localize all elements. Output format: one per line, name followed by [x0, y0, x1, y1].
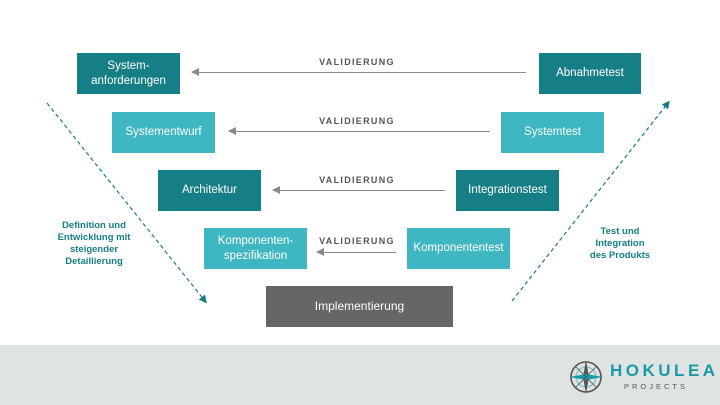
box-integrationstest: Integrationstest	[456, 170, 559, 211]
box-implementierung: Implementierung	[266, 286, 453, 327]
box-architektur: Architektur	[158, 170, 261, 211]
validation-arrow-1	[191, 68, 526, 76]
validation-label-2: VALIDIERUNG	[319, 116, 395, 126]
box-systementwurf: Systementwurf	[112, 112, 215, 153]
box-systemtest: Systemtest	[501, 112, 604, 153]
left-down-dashed-arrow	[46, 102, 207, 304]
right-up-dashed-arrow	[511, 100, 670, 302]
right-side-text: Test und Integration des Produkts	[589, 226, 651, 261]
validation-label-1: VALIDIERUNG	[319, 57, 395, 67]
validation-label-4: VALIDIERUNG	[319, 236, 395, 246]
box-komponententest: Komponententest	[407, 228, 510, 269]
validation-label-3: VALIDIERUNG	[319, 175, 395, 185]
hokulea-logo: HOKULEA PROJECTS	[566, 357, 715, 397]
footer-bar	[0, 345, 720, 405]
box-systemanforderungen: System- anforderungen	[77, 53, 180, 94]
left-side-text: Definition und Entwicklung mit steigende…	[57, 220, 131, 267]
validation-arrow-4	[316, 248, 396, 256]
logo-name: HOKULEA	[610, 361, 719, 380]
v-model-diagram: System- anforderungen Systementwurf Arch…	[46, 53, 670, 327]
compass-icon	[569, 360, 603, 394]
box-abnahmetest: Abnahmetest	[539, 53, 641, 94]
box-komponentenspezifikation: Komponenten- spezifikation	[204, 228, 307, 269]
dashed-diagonal-arrows	[46, 100, 670, 304]
validation-arrow-2	[228, 127, 490, 135]
validation-arrow-3	[272, 186, 445, 194]
logo-sub: PROJECTS	[624, 382, 689, 391]
